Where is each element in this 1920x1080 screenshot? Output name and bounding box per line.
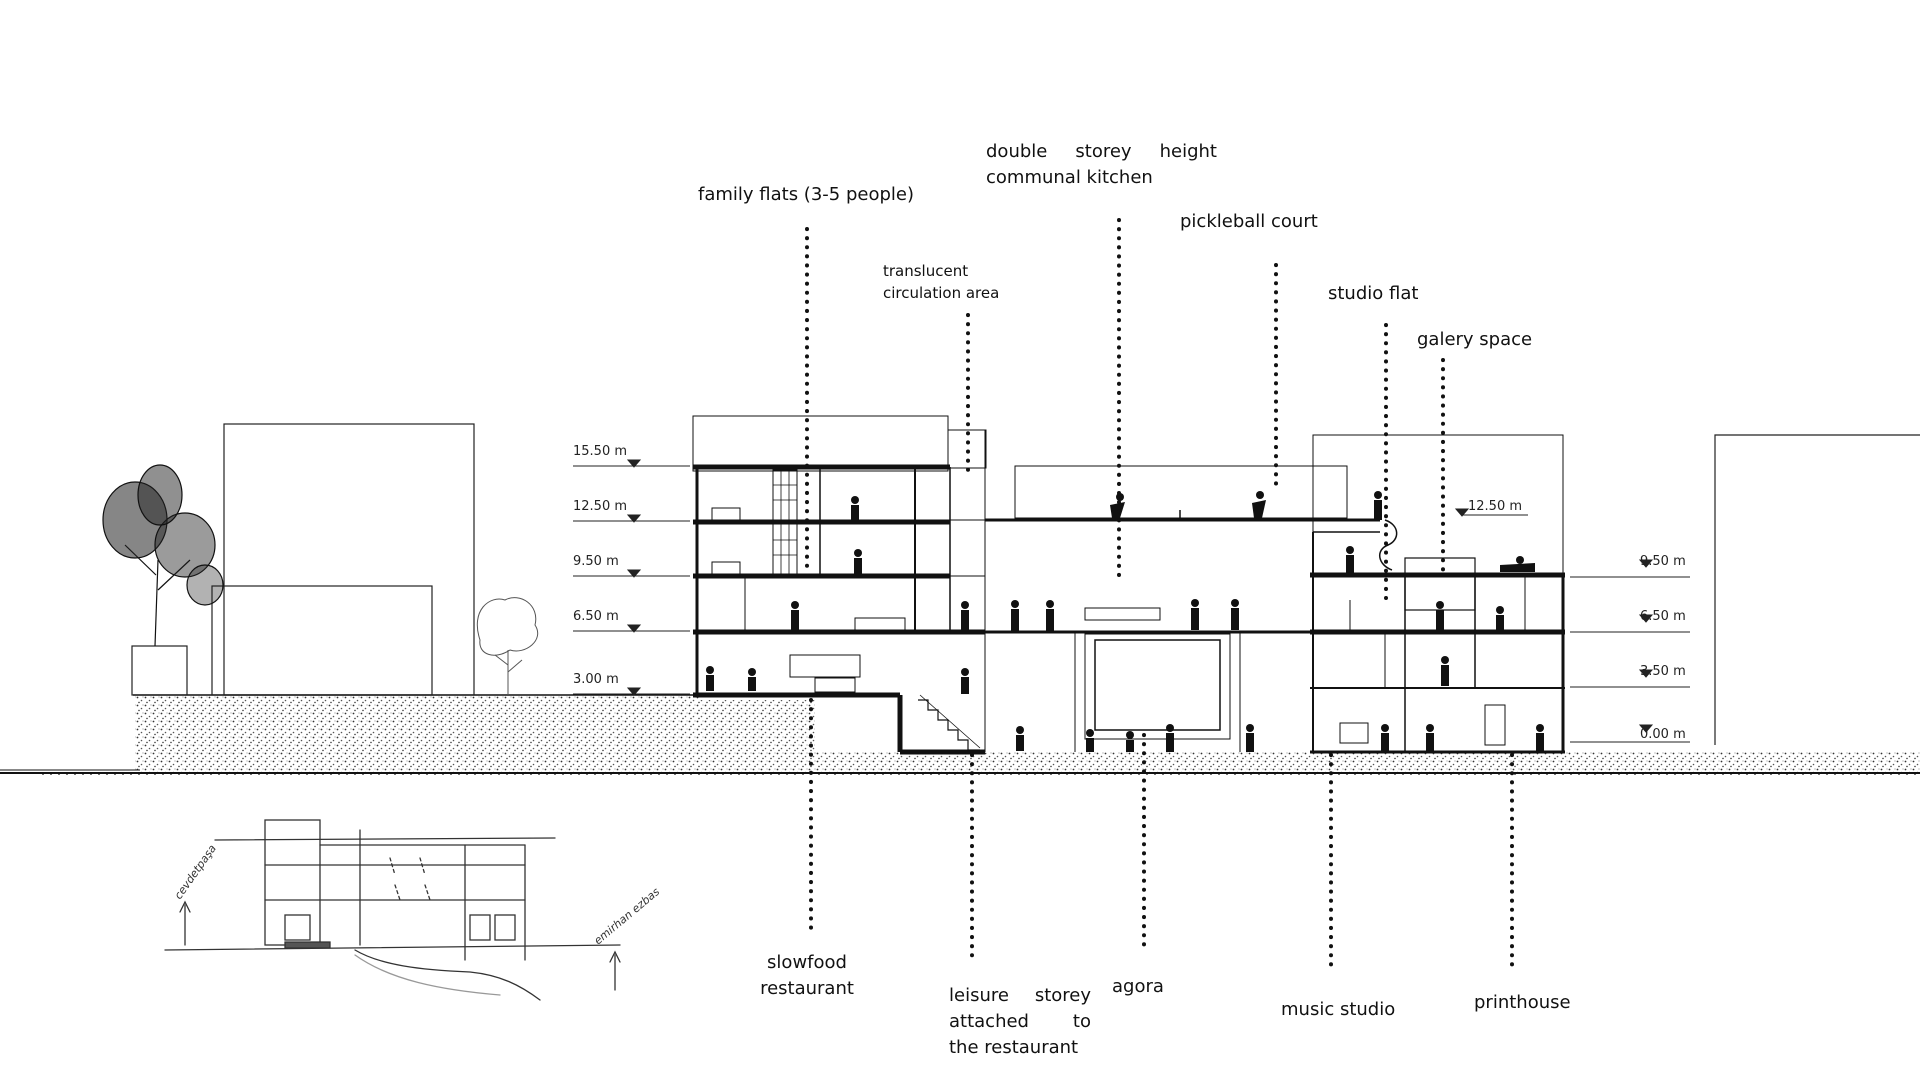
label-leisure-line1: leisure storey — [949, 985, 1091, 1006]
label-printhouse: printhouse — [1474, 992, 1571, 1013]
tree-large — [102, 464, 224, 647]
sketch-notes: cevdetpaşa emirhan ezbas — [172, 842, 663, 947]
level-left-12-50: 12.50 m — [573, 499, 627, 514]
label-translucent-line1: translucent — [883, 262, 969, 280]
neighbour-buildings-left — [131, 423, 475, 696]
ground-soil — [0, 694, 1920, 775]
level-markers-right — [1454, 508, 1690, 743]
label-family-flats: family flats (3-5 people) — [698, 184, 914, 205]
label-slowfood-line1: slowfood — [767, 952, 847, 973]
level-labels-right: 12.50 m 9.50 m 6.50 m 3.50 m 0.00 m — [1468, 499, 1686, 742]
level-markers-left — [573, 459, 690, 696]
tree-small — [476, 597, 538, 695]
label-slowfood-restaurant: slowfood restaurant — [752, 950, 862, 1002]
level-right-12-50: 12.50 m — [1468, 499, 1522, 514]
label-double-storey-kitchen: double storey height communal kitchen — [986, 139, 1217, 191]
sketch-note-left: cevdetpaşa — [172, 842, 219, 902]
label-translucent-line2: circulation area — [883, 284, 1000, 302]
people-silhouettes — [706, 491, 1544, 752]
neighbour-building-right — [1714, 434, 1920, 745]
label-leisure-line3: the restaurant — [949, 1037, 1079, 1058]
label-slowfood-line2: restaurant — [760, 978, 854, 999]
sketch-note-right: emirhan ezbas — [592, 885, 663, 947]
label-double-storey-kitchen-line1: double storey height — [986, 141, 1217, 162]
label-music-studio: music studio — [1281, 999, 1396, 1020]
level-left-15-50: 15.50 m — [573, 444, 627, 459]
level-left-9-50: 9.50 m — [573, 554, 619, 569]
label-studio-flat: studio flat — [1328, 283, 1419, 304]
circulation-column — [950, 519, 985, 577]
level-left-6-50: 6.50 m — [573, 609, 619, 624]
level-left-3-00: 3.00 m — [573, 672, 619, 687]
label-agora: agora — [1112, 976, 1164, 997]
central-hall — [984, 465, 1380, 752]
label-leisure-line2: attached to — [949, 1011, 1091, 1032]
label-double-storey-kitchen-line2: communal kitchen — [986, 167, 1153, 188]
leader-lines — [805, 218, 1514, 974]
level-right-9-50: 9.50 m — [1640, 554, 1686, 569]
level-labels-left: 15.50 m 12.50 m 9.50 m 6.50 m 3.00 m — [573, 444, 627, 687]
level-right-0-00: 0.00 m — [1640, 727, 1686, 742]
level-right-6-50: 6.50 m — [1640, 609, 1686, 624]
family-flats-block — [692, 415, 987, 698]
east-block — [1310, 434, 1565, 754]
label-leisure-storey: leisure storey attached to the restauran… — [949, 983, 1091, 1061]
leisure-storey — [897, 694, 985, 755]
label-galery-space: galery space — [1417, 329, 1533, 350]
level-right-3-50: 3.50 m — [1640, 664, 1686, 679]
label-pickleball-court: pickleball court — [1180, 211, 1318, 232]
label-translucent-circulation: translucent circulation area — [883, 260, 999, 304]
concept-sketch — [164, 819, 621, 1001]
